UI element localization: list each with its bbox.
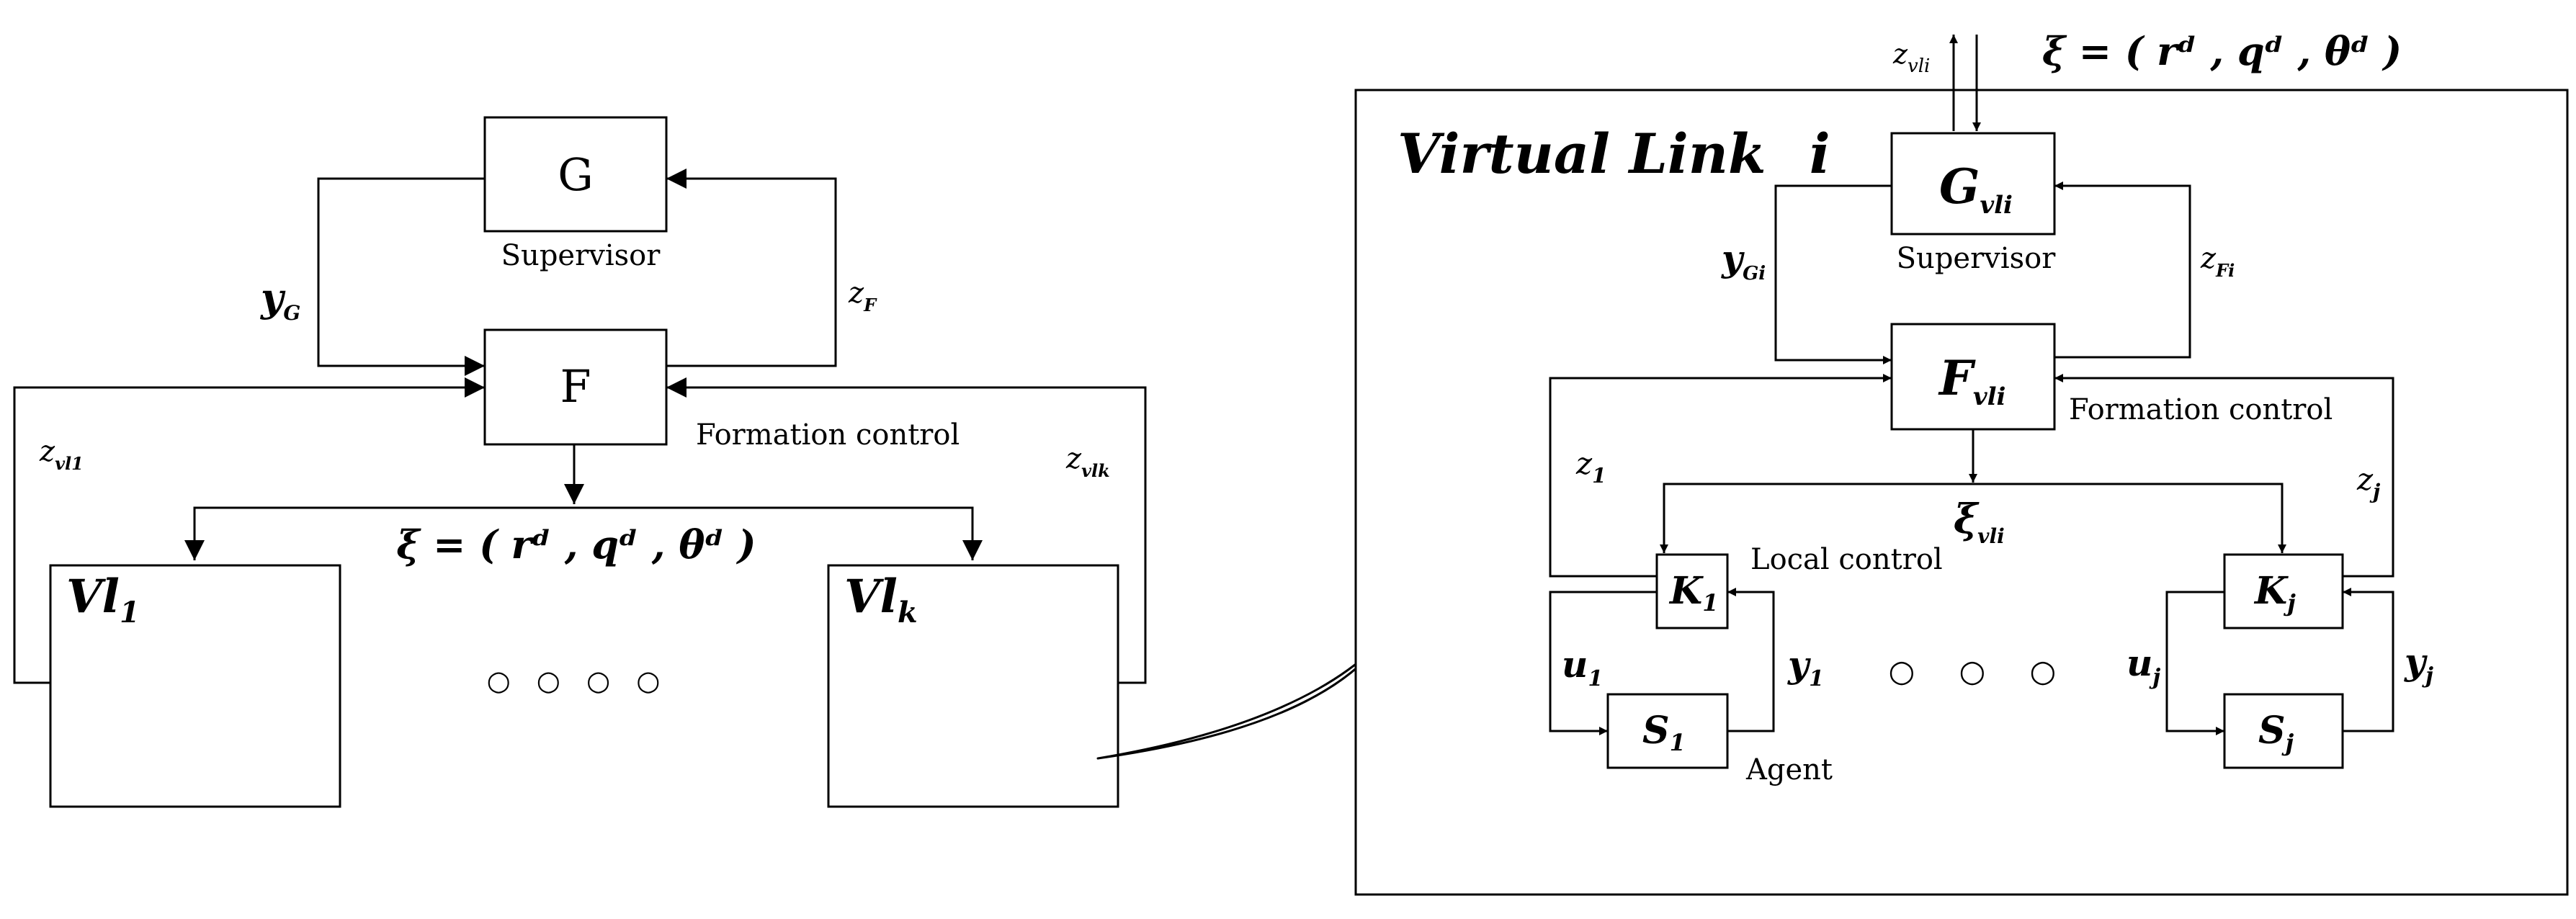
right-ellipsis: ○ ○ ○ <box>1889 653 2074 689</box>
z-f-wire <box>666 169 837 367</box>
virtual-link-1-box <box>49 564 341 808</box>
xi-bus-right <box>574 506 983 560</box>
xi-vli-label: ξvli <box>1954 496 2005 548</box>
yj-label: yj <box>2404 640 2433 689</box>
k1-block <box>1655 553 1729 629</box>
z-fi-label: zFi <box>2200 242 2235 281</box>
right-formation-control-caption: Formation control <box>2069 393 2333 426</box>
xi-vli-bus-left <box>1660 483 1973 553</box>
kj-block <box>2223 553 2344 629</box>
virtual-link-1-label: Vl1 <box>66 570 140 629</box>
f-block <box>483 328 668 446</box>
virtual-link-k-box <box>827 564 1119 808</box>
virtual-link-k-label: Vlk <box>844 570 918 629</box>
y-gi-wire <box>1774 184 1892 364</box>
formation-control-caption: Formation control <box>696 418 960 452</box>
left-ellipsis: ○ ○ ○ ○ <box>487 665 669 696</box>
zj-wire <box>2054 374 2394 578</box>
z-vl1-wire <box>13 377 485 684</box>
top-xi-expression: ξ = ( rᵈ , qᵈ , θᵈ ) <box>2042 28 2402 74</box>
sj-label: Sj <box>2258 709 2294 756</box>
z1-label: z1 <box>1575 446 1606 488</box>
s1-label: S1 <box>1642 709 1686 756</box>
z-vlk-wire <box>666 377 1147 684</box>
u1-wire <box>1549 591 1657 735</box>
y1-wire <box>1727 588 1775 732</box>
z-f-label: zF <box>848 277 877 315</box>
y-gi-label: yGi <box>1721 237 1766 284</box>
g-vli-block <box>1890 132 2056 236</box>
z-fi-wire <box>2054 181 2191 359</box>
z-vlk-label: zvlk <box>1065 442 1110 481</box>
uj-wire <box>2165 591 2224 735</box>
agent-caption: Agent <box>1745 753 1833 786</box>
g-vli-label: Gvli <box>1939 158 2013 220</box>
f-vli-label: Fvli <box>1938 350 2005 411</box>
left-diagram: G F Supervisor Formation control yG zF z… <box>13 116 1147 808</box>
local-control-caption: Local control <box>1750 543 1943 576</box>
f-vli-block <box>1890 323 2056 431</box>
xi-expression: ξ = ( rᵈ , qᵈ , θᵈ ) <box>396 521 756 568</box>
y-g-wire <box>317 177 485 376</box>
supervisor-caption: Supervisor <box>501 239 661 272</box>
z1-wire <box>1549 374 1892 578</box>
y-g-label: yG <box>260 274 300 325</box>
u1-label: u1 <box>1562 643 1603 691</box>
xi-bus-left <box>184 506 574 560</box>
g-block <box>483 116 668 233</box>
sj-block <box>2223 693 2344 769</box>
k1-label: K1 <box>1668 569 1718 617</box>
z-vl1-label: zvl1 <box>39 435 84 474</box>
yj-wire <box>2343 588 2394 732</box>
uj-label: uj <box>2126 642 2160 690</box>
z-vli-label: zvli <box>1892 38 1930 77</box>
kj-label: Kj <box>2253 569 2296 617</box>
f-block-label: F <box>560 360 591 413</box>
s1-block <box>1606 693 1729 769</box>
g-block-label: G <box>558 148 594 201</box>
xi-vli-bus-right <box>1973 483 2286 553</box>
right-supervisor-caption: Supervisor <box>1897 242 2057 275</box>
y1-label: y1 <box>1787 643 1824 691</box>
